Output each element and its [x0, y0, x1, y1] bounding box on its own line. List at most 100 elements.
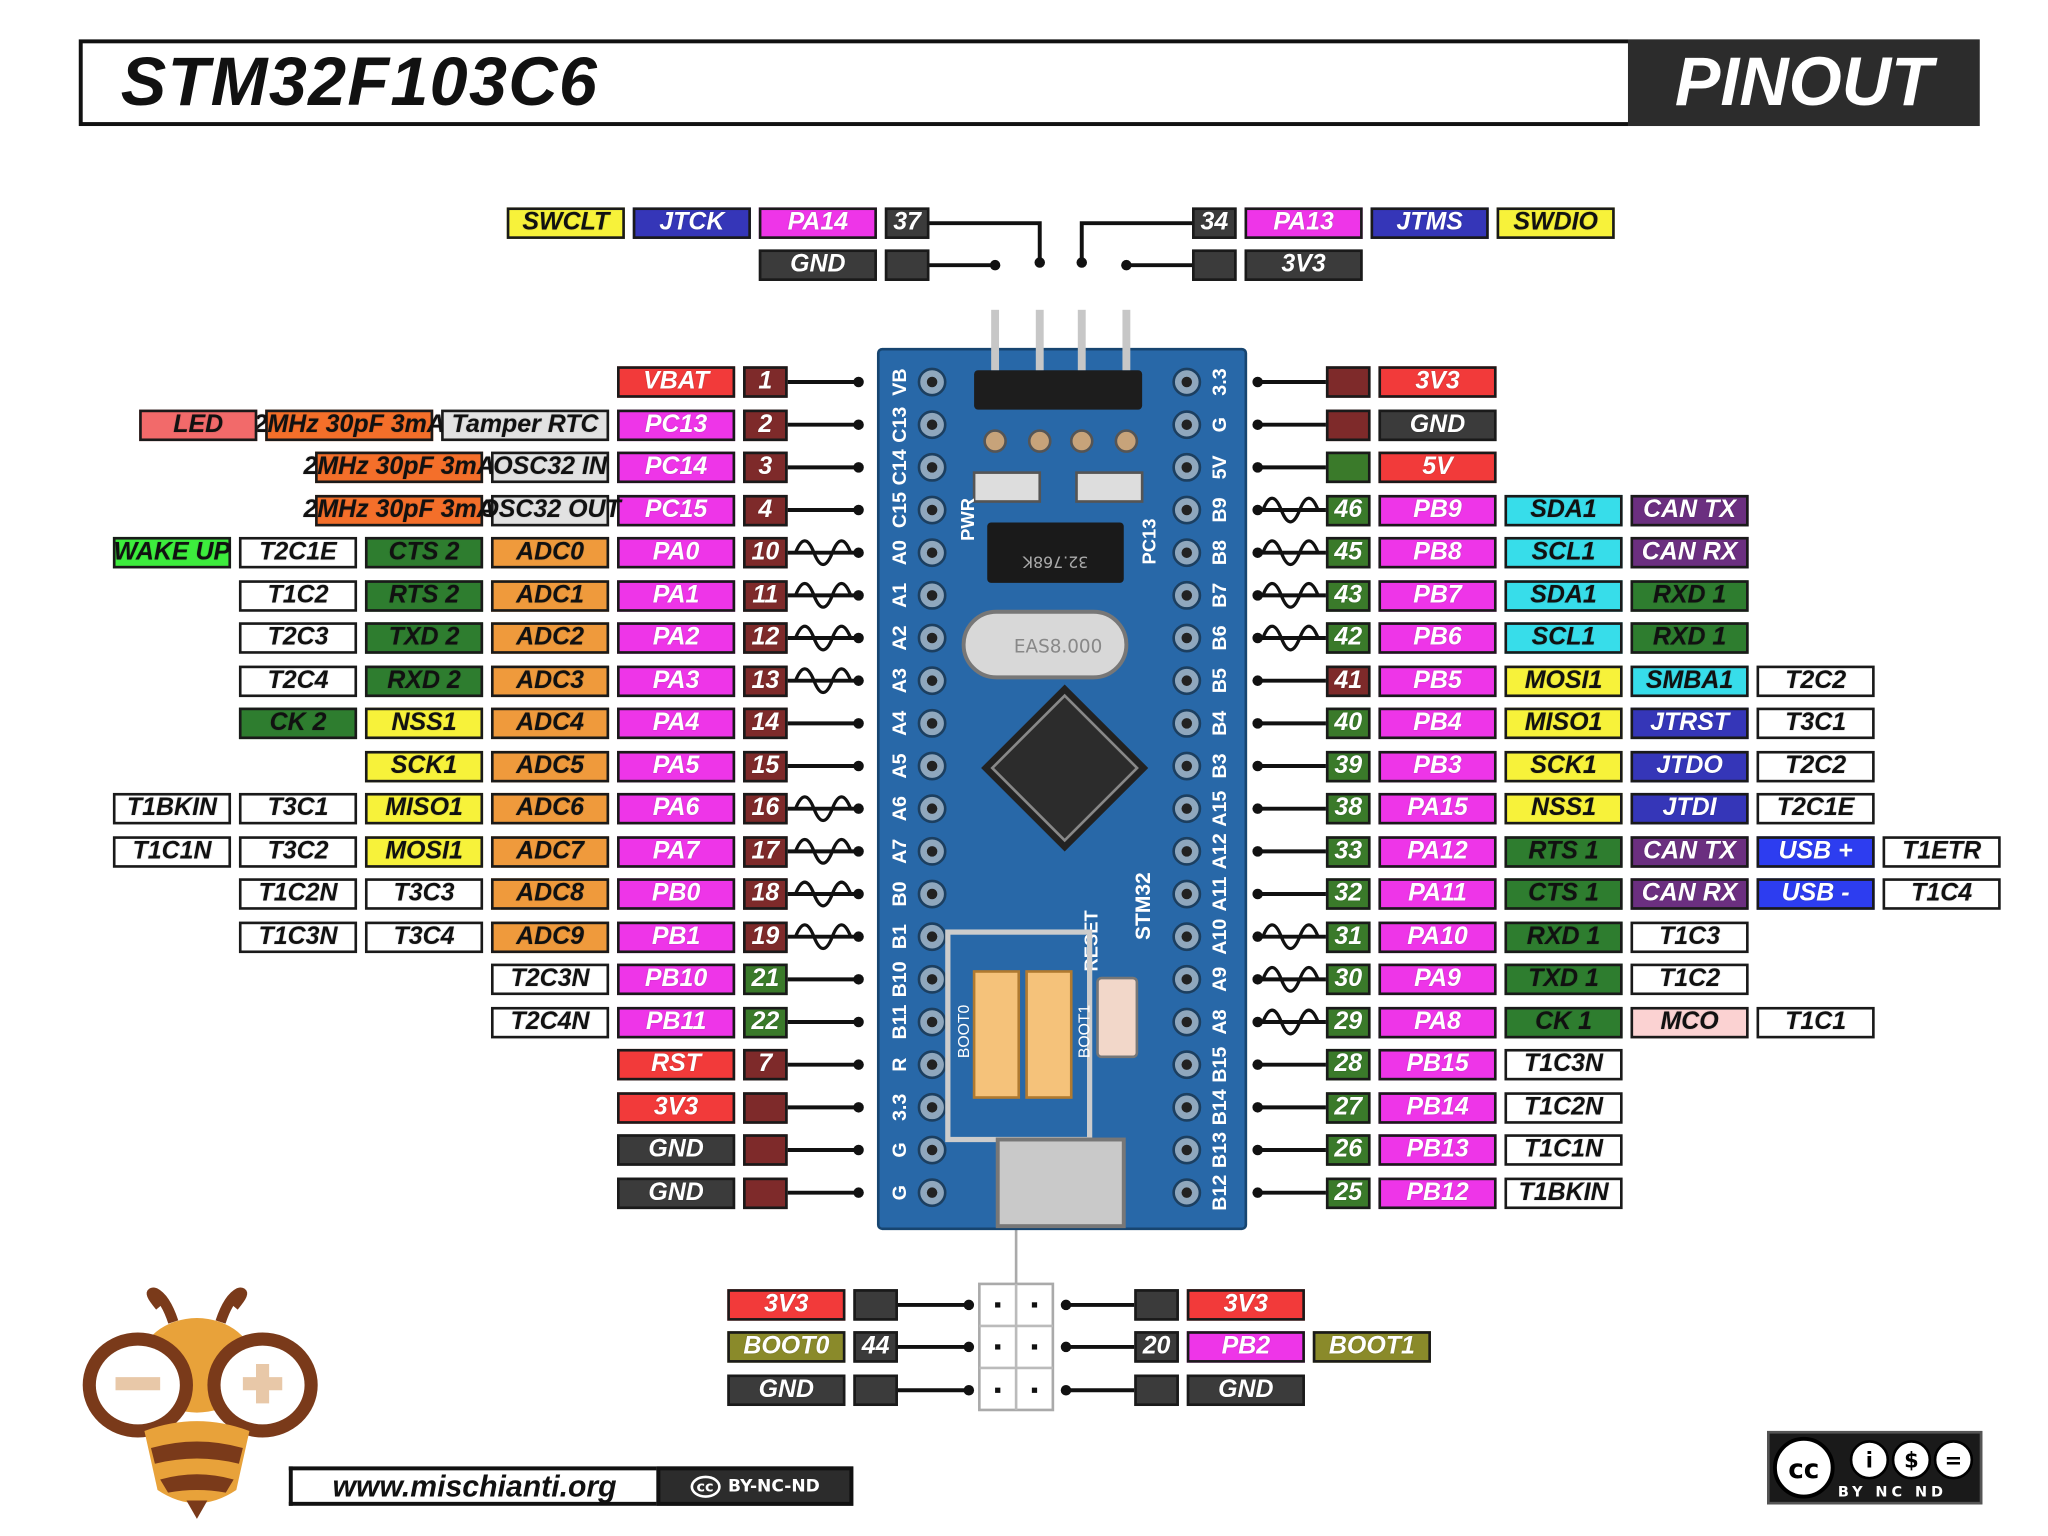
pwm-wave-icon [794, 624, 853, 652]
silkscreen-label: B5 [1209, 668, 1231, 693]
header-pin-label: BOOT1 [1312, 1331, 1431, 1363]
pin-label: PB14 [1378, 1091, 1497, 1124]
micro-usb-port [995, 1137, 1126, 1229]
swd-header [974, 370, 1143, 410]
header-pin-label: PB2 [1186, 1331, 1305, 1363]
reset-button [1096, 976, 1139, 1059]
pwm-wave-icon [794, 795, 853, 823]
silkscreen-label: A9 [1209, 967, 1231, 992]
pin-label: GND [1378, 408, 1497, 441]
pin-dot [963, 1299, 975, 1311]
silkscreen-label: G [889, 1142, 911, 1157]
header-hole-center [926, 504, 938, 516]
pin-label: T3C1 [1756, 707, 1875, 740]
pad [1114, 429, 1139, 453]
pin-label: PA5 [617, 750, 736, 782]
header-hole-center [926, 590, 938, 601]
header-pin-label: GND [758, 249, 877, 281]
pin-label: ADC2 [490, 622, 610, 654]
silkscreen-label: R [889, 1058, 911, 1072]
pin-label: 3V3 [1378, 366, 1497, 398]
pin-label: 46 [1325, 494, 1371, 526]
pwm-wave-icon [1261, 965, 1320, 993]
pin-dot [853, 931, 864, 942]
pin-dot [1252, 1144, 1263, 1156]
pin-label: PB15 [1378, 1048, 1497, 1081]
pin-label: SMBA1 [1630, 664, 1749, 697]
pin-label: MOSI1 [1504, 664, 1623, 697]
header-pin-label: 34 [1192, 207, 1237, 239]
pin-label: 11 [743, 579, 788, 612]
silkscreen-label: B11 [889, 1004, 911, 1039]
boot0-label: BOOT0 [956, 1004, 973, 1058]
pin-label: NSS1 [364, 707, 484, 740]
pin-dot [853, 1144, 864, 1156]
silkscreen-label: A2 [889, 625, 911, 650]
pin-dot [963, 1341, 975, 1353]
header-pin-label: 44 [853, 1331, 898, 1363]
pin-label: PC15 [617, 494, 736, 526]
pin-dot [853, 547, 864, 558]
pin-label: RXD 1 [1630, 579, 1749, 612]
svg-text:i: i [1866, 1449, 1873, 1473]
pin-label: T1C3N [238, 920, 358, 953]
silkscreen-label: A8 [1209, 1009, 1231, 1034]
mcu-chip-body [990, 693, 1139, 843]
pin-label: ADC0 [490, 536, 610, 569]
website-link[interactable]: www.mischianti.org [288, 1466, 657, 1506]
pin-label: 4 [743, 494, 788, 526]
pin-label: 3 [743, 451, 788, 484]
pin-dot [1252, 1016, 1263, 1028]
creative-commons-icon: cc i $ = [1767, 1430, 1983, 1505]
header-hole-center [1181, 846, 1193, 857]
pin-label: PB9 [1378, 494, 1497, 526]
silkscreen-label: 3.3 [1209, 368, 1231, 395]
pad [1069, 429, 1094, 453]
header-pin-label [1192, 249, 1237, 281]
pin-label: RST [617, 1048, 736, 1081]
silkscreen-label: B15 [1209, 1047, 1231, 1083]
pin-dot [1252, 760, 1263, 772]
silkscreen-label: B10 [889, 961, 911, 997]
header-pin-label: GND [727, 1374, 846, 1407]
pin-label: PB3 [1378, 750, 1497, 782]
pin-label: T1C2N [238, 878, 358, 910]
pin-label: 5V [1378, 451, 1497, 484]
pin-label: T1C2 [238, 579, 358, 612]
pwr-label: PWR [957, 498, 978, 541]
pin-dot [1252, 504, 1263, 516]
pin-label: LED [139, 408, 258, 441]
pin-dot [1034, 257, 1045, 268]
pin-label: JTDO [1630, 750, 1749, 782]
pin-dot [1252, 590, 1263, 601]
pin-label: 45 [1325, 536, 1371, 569]
header-hole-center [1181, 632, 1193, 644]
silkscreen-label: A1 [889, 583, 911, 608]
pin-label: 27 [1325, 1091, 1371, 1124]
header-pin-label [853, 1374, 898, 1407]
pin-dot [853, 803, 864, 814]
pin-dot [853, 632, 864, 644]
pin-label: 10 [743, 536, 788, 569]
pin-label: 40 [1325, 707, 1371, 740]
pin-label: MOSI1 [364, 835, 484, 868]
pin-label: JTRST [1630, 707, 1749, 740]
header-hole-center [926, 419, 938, 430]
header-hole-center [926, 760, 938, 772]
silkscreen-label: 5V [1209, 455, 1231, 479]
pin-label: PC13 [617, 408, 736, 441]
pin-wire [1079, 221, 1193, 263]
pin-label: PB10 [617, 963, 736, 996]
pwm-wave-icon [1261, 624, 1320, 652]
hse-crystal-label: EAS8.000 [1014, 636, 1102, 657]
cc-icon: cc [689, 1474, 721, 1498]
pin-label: 19 [743, 920, 788, 953]
pin-label: 30 [1325, 963, 1371, 996]
license-text: BY-NC-ND [728, 1476, 820, 1496]
pin-wire [929, 221, 1042, 263]
pin-label: 33 [1325, 835, 1371, 868]
silkscreen-label: C15 [889, 492, 911, 528]
pin-dot [1252, 547, 1263, 558]
pc13-label: PC13 [1138, 519, 1159, 565]
